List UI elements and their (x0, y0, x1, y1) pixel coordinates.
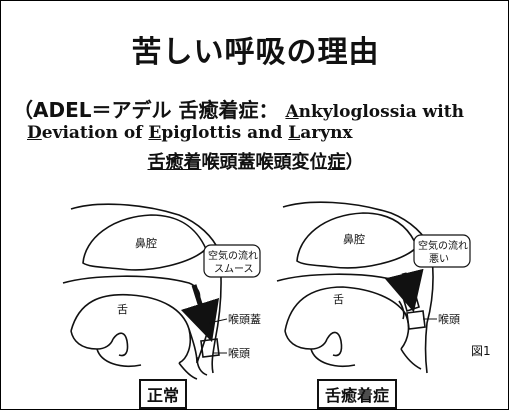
callout-right-line1: 空気の流れ (418, 239, 468, 252)
airflow-arrow-smooth (194, 285, 206, 323)
label-larynx-left: 喉頭 (228, 347, 250, 360)
label-tongue-left: 舌 (117, 303, 128, 316)
label-nasal-cavity-left: 鼻腔 (135, 236, 157, 250)
caption-normal: 正常 (139, 379, 187, 409)
label-larynx-right: 喉頭 (438, 313, 460, 326)
airflow-arrow-poor (404, 273, 409, 293)
callout-left-line1: 空気の流れ (208, 249, 258, 262)
label-nasal-cavity-right: 鼻腔 (343, 232, 365, 246)
callout-left-line2: スムース (214, 263, 254, 275)
figure-label: 図1 (471, 344, 491, 358)
label-tongue-right: 舌 (333, 293, 344, 306)
label-epiglottis: 喉頭蓋 (228, 313, 261, 326)
caption-adel: 舌癒着症 (317, 379, 397, 409)
callout-right-line2: 悪い (429, 253, 449, 265)
